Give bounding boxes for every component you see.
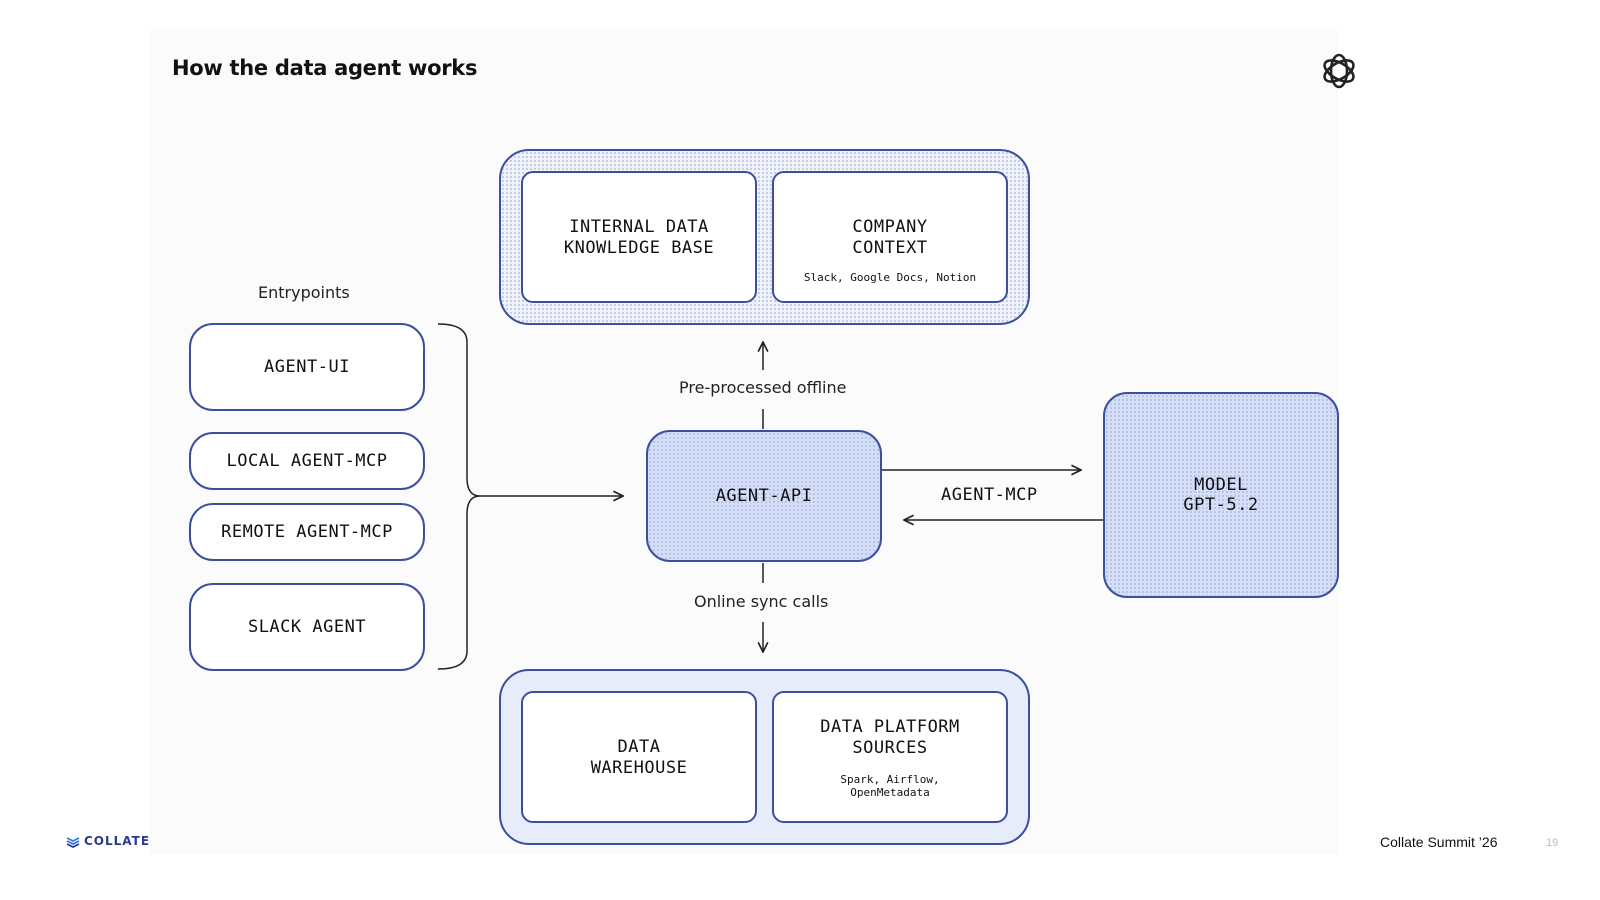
data-warehouse-title: DATA WAREHOUSE [590, 737, 688, 778]
entrypoints-label: Entrypoints [258, 283, 350, 302]
data-platform-sources-box: DATA PLATFORM SOURCES Spark, Airflow, Op… [772, 691, 1008, 823]
entrypoint-local-agent-mcp: LOCAL AGENT-MCP [189, 432, 425, 490]
offline-label: Pre-processed offline [679, 378, 847, 397]
company-context-box: COMPANY CONTEXT Slack, Google Docs, Noti… [772, 171, 1008, 303]
agent-mcp-label: AGENT-MCP [941, 485, 1038, 505]
data-warehouse-box: DATA WAREHOUSE [521, 691, 757, 823]
company-context-subtitle: Slack, Google Docs, Notion [803, 271, 977, 284]
internal-knowledge-base-title: INTERNAL DATA KNOWLEDGE BASE [563, 217, 715, 258]
online-sync-label: Online sync calls [694, 592, 829, 611]
entrypoint-agent-ui: AGENT-UI [189, 323, 425, 411]
collate-stack-icon [66, 837, 80, 848]
footer-event: Collate Summit ’26 [1380, 834, 1498, 850]
entrypoint-slack-agent: SLACK AGENT [189, 583, 425, 671]
openai-logo-icon [1323, 53, 1355, 89]
model-title: MODEL [1194, 475, 1248, 495]
slide-title: How the data agent works [172, 56, 478, 80]
model-box: MODEL GPT-5.2 [1103, 392, 1339, 598]
collate-brand: COLLATE [66, 834, 150, 848]
internal-knowledge-base-box: INTERNAL DATA KNOWLEDGE BASE [521, 171, 757, 303]
page-number: 19 [1546, 837, 1559, 849]
company-context-title: COMPANY CONTEXT [852, 217, 928, 258]
data-platform-sources-title: DATA PLATFORM SOURCES [820, 717, 960, 758]
model-name: GPT-5.2 [1183, 495, 1259, 515]
data-platform-sources-subtitle: Spark, Airflow, OpenMetadata [840, 773, 940, 799]
entrypoint-remote-agent-mcp: REMOTE AGENT-MCP [189, 503, 425, 561]
agent-api-box: AGENT-API [646, 430, 882, 562]
collate-brand-text: COLLATE [84, 834, 151, 848]
